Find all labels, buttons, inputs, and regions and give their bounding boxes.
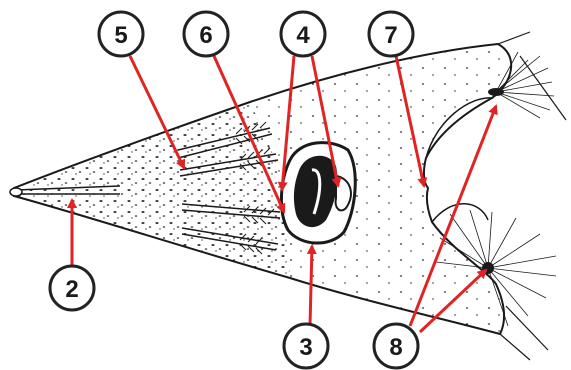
tongue-tip-stipple	[14, 102, 290, 278]
label-4: 4	[296, 22, 310, 49]
callout-4: 4	[281, 12, 325, 56]
callout-7: 7	[369, 12, 413, 56]
callout-5: 5	[99, 12, 143, 56]
label-5: 5	[114, 22, 127, 49]
glottis	[281, 143, 355, 243]
tongue-drawing	[10, 32, 566, 360]
label-8: 8	[389, 334, 402, 361]
arrow-3	[310, 246, 312, 326]
tongue-tip	[10, 188, 22, 196]
lower-horn-edge	[432, 204, 488, 222]
callout-6: 6	[184, 12, 228, 56]
label-7: 7	[384, 22, 397, 49]
callout-3: 3	[284, 324, 328, 368]
bottom-tail	[500, 306, 548, 360]
label-3: 3	[299, 334, 312, 361]
callout-8: 8	[374, 324, 418, 368]
callout-2: 2	[50, 266, 94, 310]
label-2: 2	[65, 276, 78, 303]
label-6: 6	[199, 22, 212, 49]
upper-muscle-center	[488, 88, 504, 96]
